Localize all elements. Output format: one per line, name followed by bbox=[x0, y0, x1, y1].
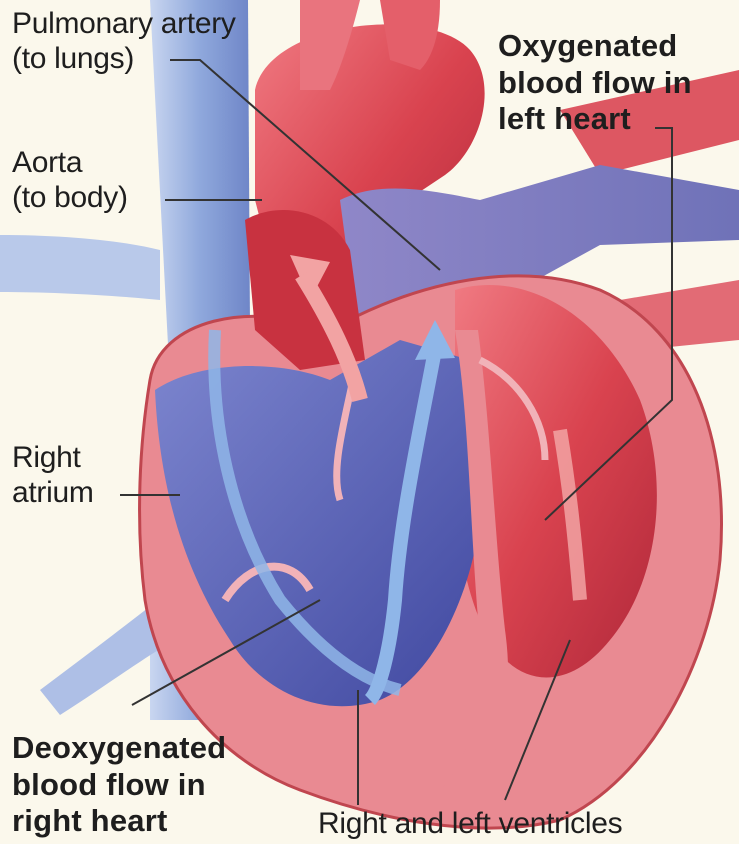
label-deoxygenated-line3: right heart bbox=[12, 803, 226, 840]
label-pulmonary-artery-line2: (to lungs) bbox=[12, 41, 236, 76]
label-aorta: Aorta (to body) bbox=[12, 145, 128, 216]
label-deoxygenated: Deoxygenated blood flow in right heart bbox=[12, 730, 226, 840]
label-right-atrium-line1: Right bbox=[12, 440, 94, 475]
label-aorta-line1: Aorta bbox=[12, 145, 128, 180]
label-aorta-line2: (to body) bbox=[12, 180, 128, 215]
label-oxygenated: Oxygenated blood flow in left heart bbox=[498, 28, 692, 138]
label-right-atrium-line2: atrium bbox=[12, 475, 94, 510]
label-oxygenated-line1: Oxygenated bbox=[498, 28, 692, 65]
label-ventricles: Right and left ventricles bbox=[318, 806, 622, 841]
label-pulmonary-artery: Pulmonary artery (to lungs) bbox=[12, 6, 236, 77]
label-right-atrium: Right atrium bbox=[12, 440, 94, 511]
label-deoxygenated-line2: blood flow in bbox=[12, 767, 226, 804]
label-oxygenated-line3: left heart bbox=[498, 101, 692, 138]
label-pulmonary-artery-line1: Pulmonary artery bbox=[12, 6, 236, 41]
label-oxygenated-line2: blood flow in bbox=[498, 65, 692, 102]
label-deoxygenated-line1: Deoxygenated bbox=[12, 730, 226, 767]
label-ventricles-text: Right and left ventricles bbox=[318, 806, 622, 841]
